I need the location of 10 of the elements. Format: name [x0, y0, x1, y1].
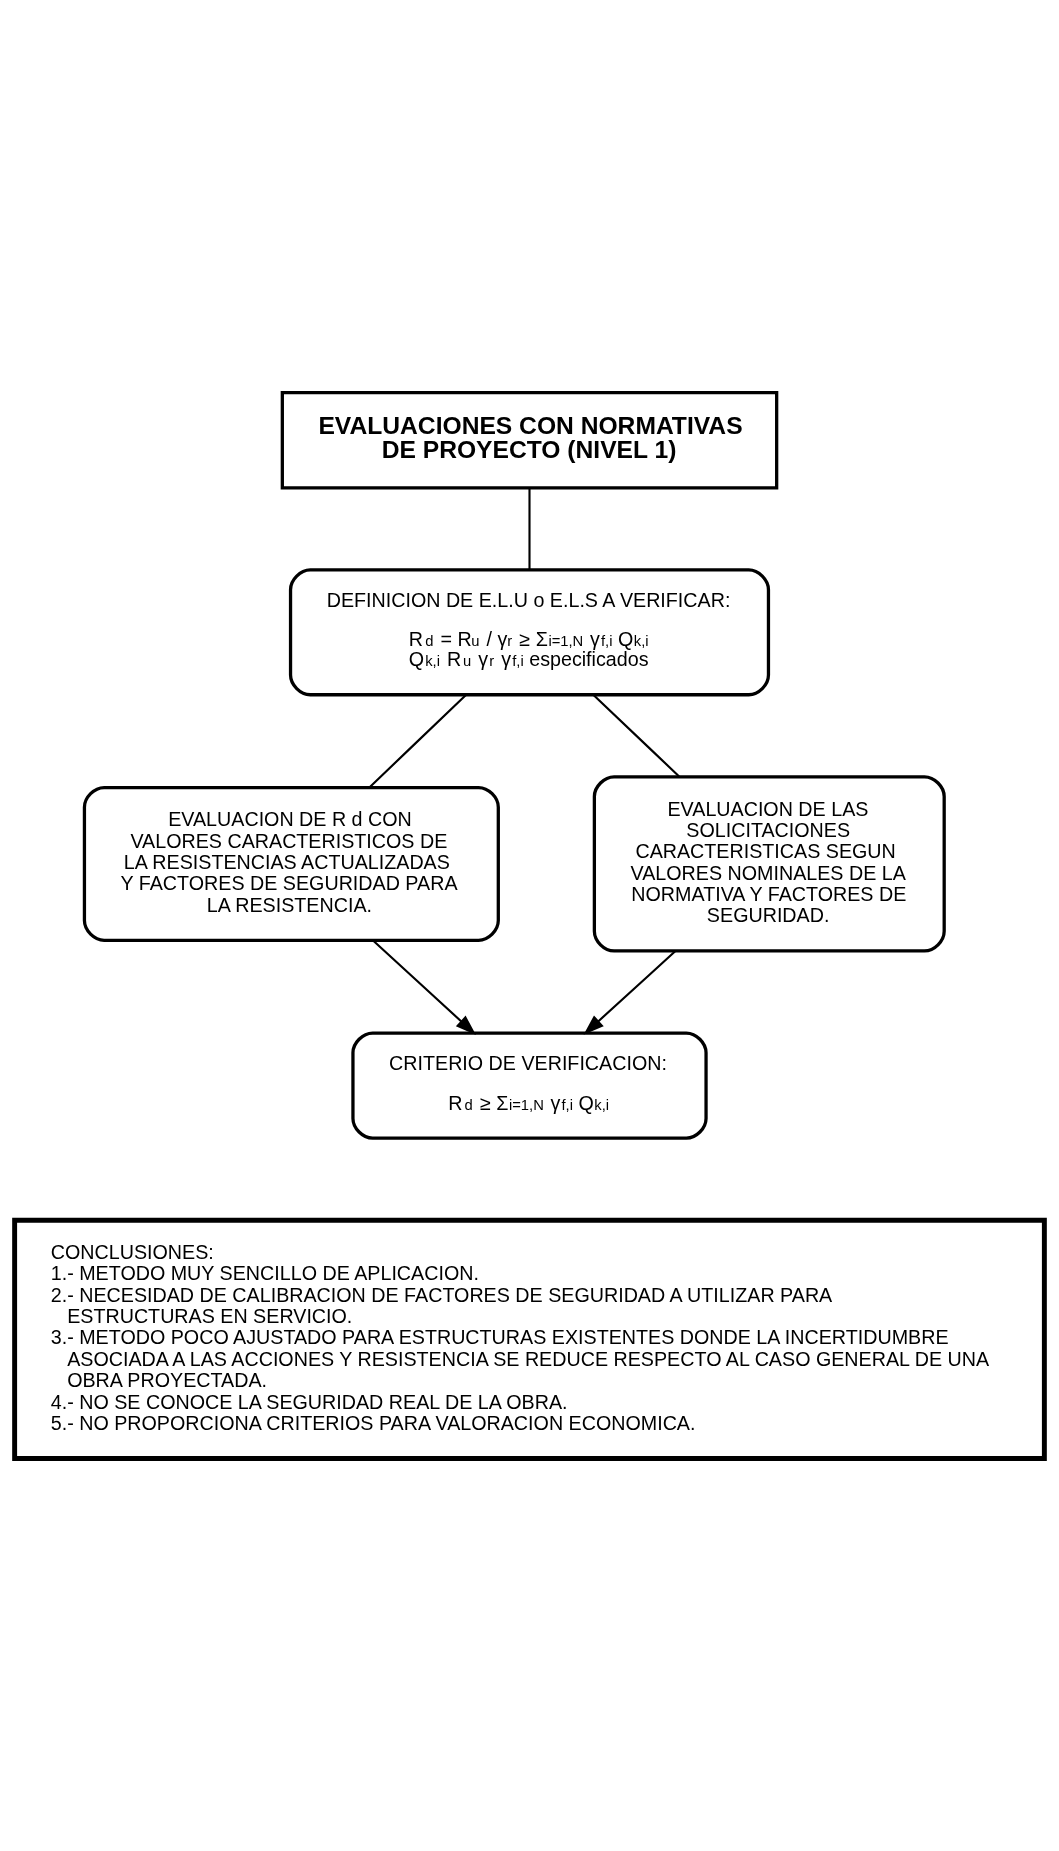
arrow [583, 950, 676, 1035]
node-box: EVALUACIONES CON NORMATIVAS DE PROYECTO (NIVEL 1) [280, 390, 779, 490]
connector [368, 694, 467, 789]
node-box: CONCLUSIONES: 1.- METODO MUY SENCILLO DE APLICACION. 2.- NECESIDAD DE CALIBRACION DE FACTORES DE SEGURIDAD A UTILIZAR PARA ESTRUCTURAS EN SERVICIO. 3.- METODO POCO AJUSTADO PARA ESTRUCTURAS EXISTENTES DONDE LA INCERTIDUMBRE ASOCIADA A LAS ACCIONES Y RESISTENCIA SE REDUCE RESPECTO AL CASO GENERAL DE UNA OBRA PROYECTADA. 4.- NO SE CONOCE LA SEGURIDAD REAL DE LA OBRA. 5.- NO PROPORCIONA CRITERIOS PARA VALORACION ECONOMICA. [12, 1217, 1047, 1461]
node-box: EVALUACION DE R d CON VALORES CARACTERISTICOS DE LA RESISTENCIAS ACTUALIZADAS Y FACTORES DE SEGURIDAD PARA LA RESISTENCIA. [82, 785, 500, 942]
node-box: EVALUACION DE LAS SOLICITACIONES CARACTERISTICAS SEGUN VALORES NOMINALES DE LA NORMATIVA Y FACTORES DE SEGURIDAD. [592, 775, 946, 953]
node-box: CRITERIO DE VERIFICACION: Rd ≥ Σi=1,N γf,i Qk,i [351, 1031, 708, 1140]
arrow [372, 939, 476, 1035]
connector [528, 488, 531, 570]
connector [593, 694, 680, 778]
